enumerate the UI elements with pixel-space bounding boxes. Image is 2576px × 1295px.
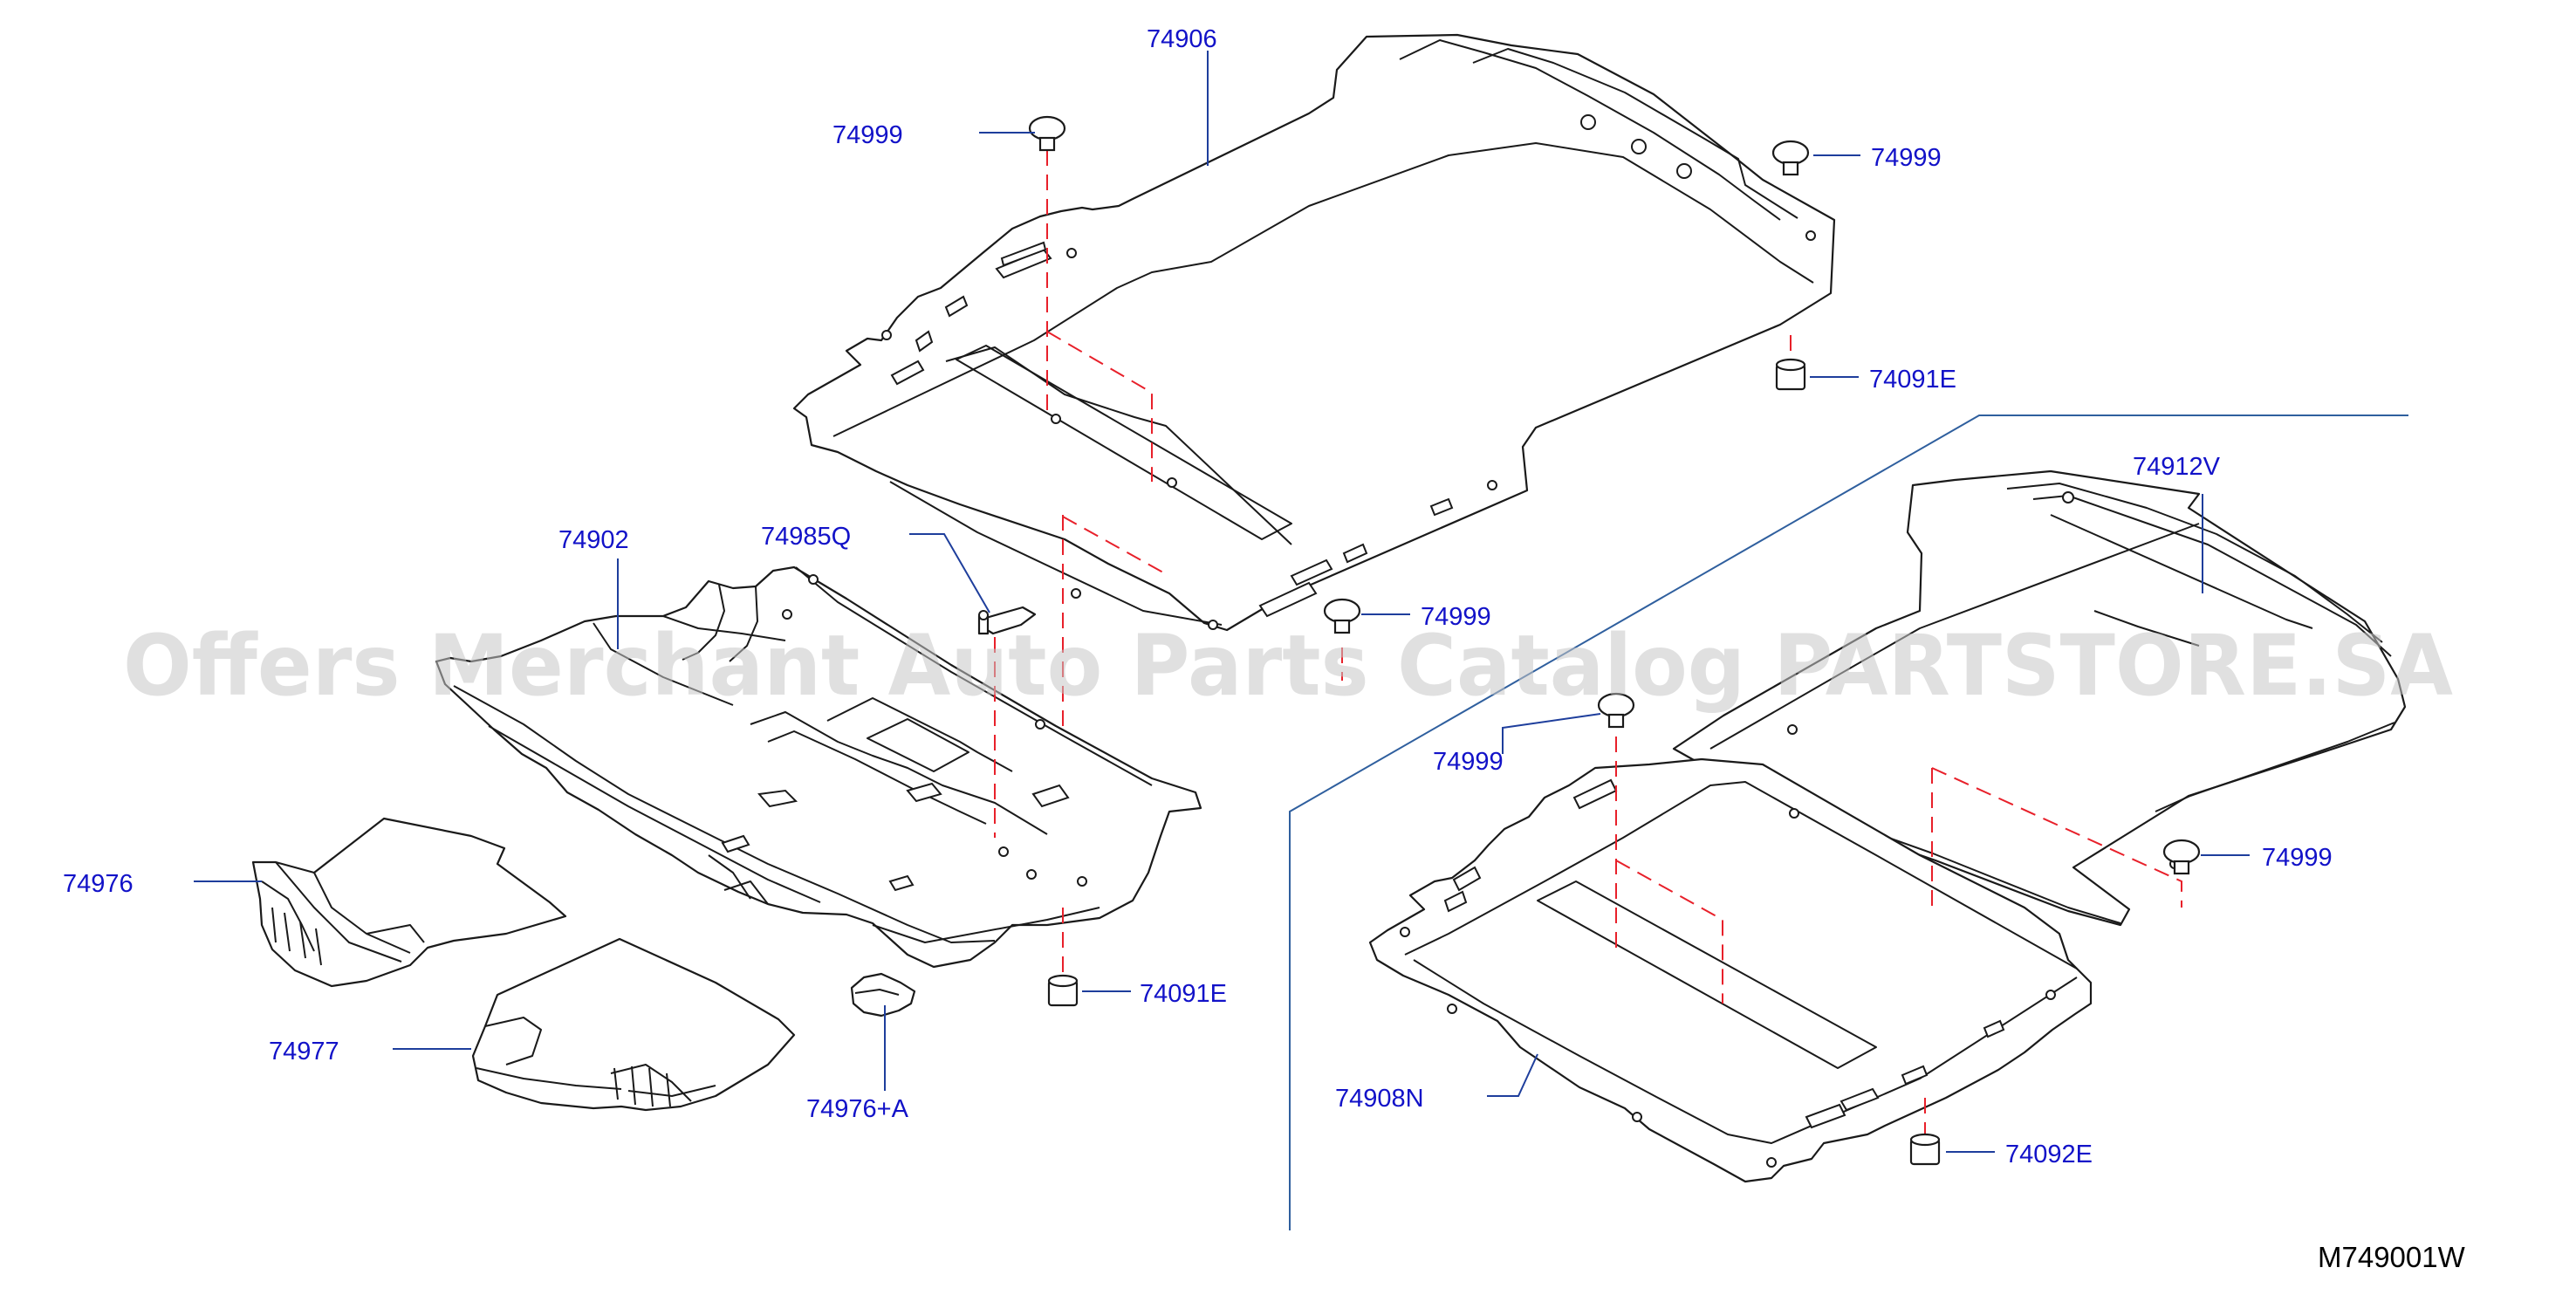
grommet-74092E[interactable] bbox=[1909, 1133, 1941, 1166]
section-divider bbox=[1289, 415, 2408, 1230]
label-74912V: 74912V bbox=[2133, 453, 2221, 481]
label-74999-b: 74999 bbox=[1871, 144, 1942, 172]
label-74092E: 74092E bbox=[2005, 1141, 2093, 1168]
watermark-text: Offers Merchant Auto Parts Catalog PARTS… bbox=[123, 617, 2453, 715]
label-74999-d: 74999 bbox=[1433, 748, 1504, 776]
label-74985Q: 74985Q bbox=[761, 523, 851, 551]
label-74902: 74902 bbox=[558, 526, 629, 554]
label-74091E-b: 74091E bbox=[1140, 980, 1227, 1008]
grommet-74091E-a[interactable] bbox=[1775, 358, 1806, 391]
part-74985Q-clip[interactable] bbox=[977, 606, 1037, 635]
part-74902-front-insulator[interactable] bbox=[435, 565, 1202, 969]
part-74906-rear-insulator[interactable] bbox=[792, 33, 1836, 632]
clip-74999-b[interactable] bbox=[1771, 140, 1810, 176]
part-74976-foot-rest[interactable] bbox=[251, 817, 567, 988]
label-74977: 74977 bbox=[269, 1038, 339, 1065]
hidden-lines bbox=[994, 150, 2182, 1134]
clip-74999-d[interactable] bbox=[1597, 692, 1635, 729]
label-74999-e: 74999 bbox=[2262, 844, 2333, 872]
clip-74999-e[interactable] bbox=[2162, 839, 2201, 875]
part-74977-foot-rest[interactable] bbox=[471, 937, 796, 1112]
diagram-code: M749001W bbox=[2318, 1241, 2466, 1273]
label-74908N: 74908N bbox=[1335, 1085, 1424, 1113]
label-74976: 74976 bbox=[63, 870, 134, 898]
part-74908N-lower-insulator[interactable] bbox=[1368, 757, 2093, 1183]
label-74999-c: 74999 bbox=[1421, 603, 1491, 631]
label-74999-a: 74999 bbox=[832, 121, 903, 149]
part-74976A-spacer[interactable] bbox=[850, 972, 916, 1018]
label-74976A: 74976+A bbox=[806, 1095, 909, 1123]
label-74906: 74906 bbox=[1147, 25, 1217, 53]
grommet-74091E-b[interactable] bbox=[1047, 974, 1079, 1007]
clip-74999-c[interactable] bbox=[1323, 598, 1361, 634]
label-74091E-a: 74091E bbox=[1869, 366, 1956, 394]
leader-lines bbox=[194, 51, 2250, 1153]
part-74912V-rear-insulator[interactable] bbox=[1672, 469, 2407, 927]
clip-74999-a[interactable] bbox=[1028, 115, 1066, 152]
